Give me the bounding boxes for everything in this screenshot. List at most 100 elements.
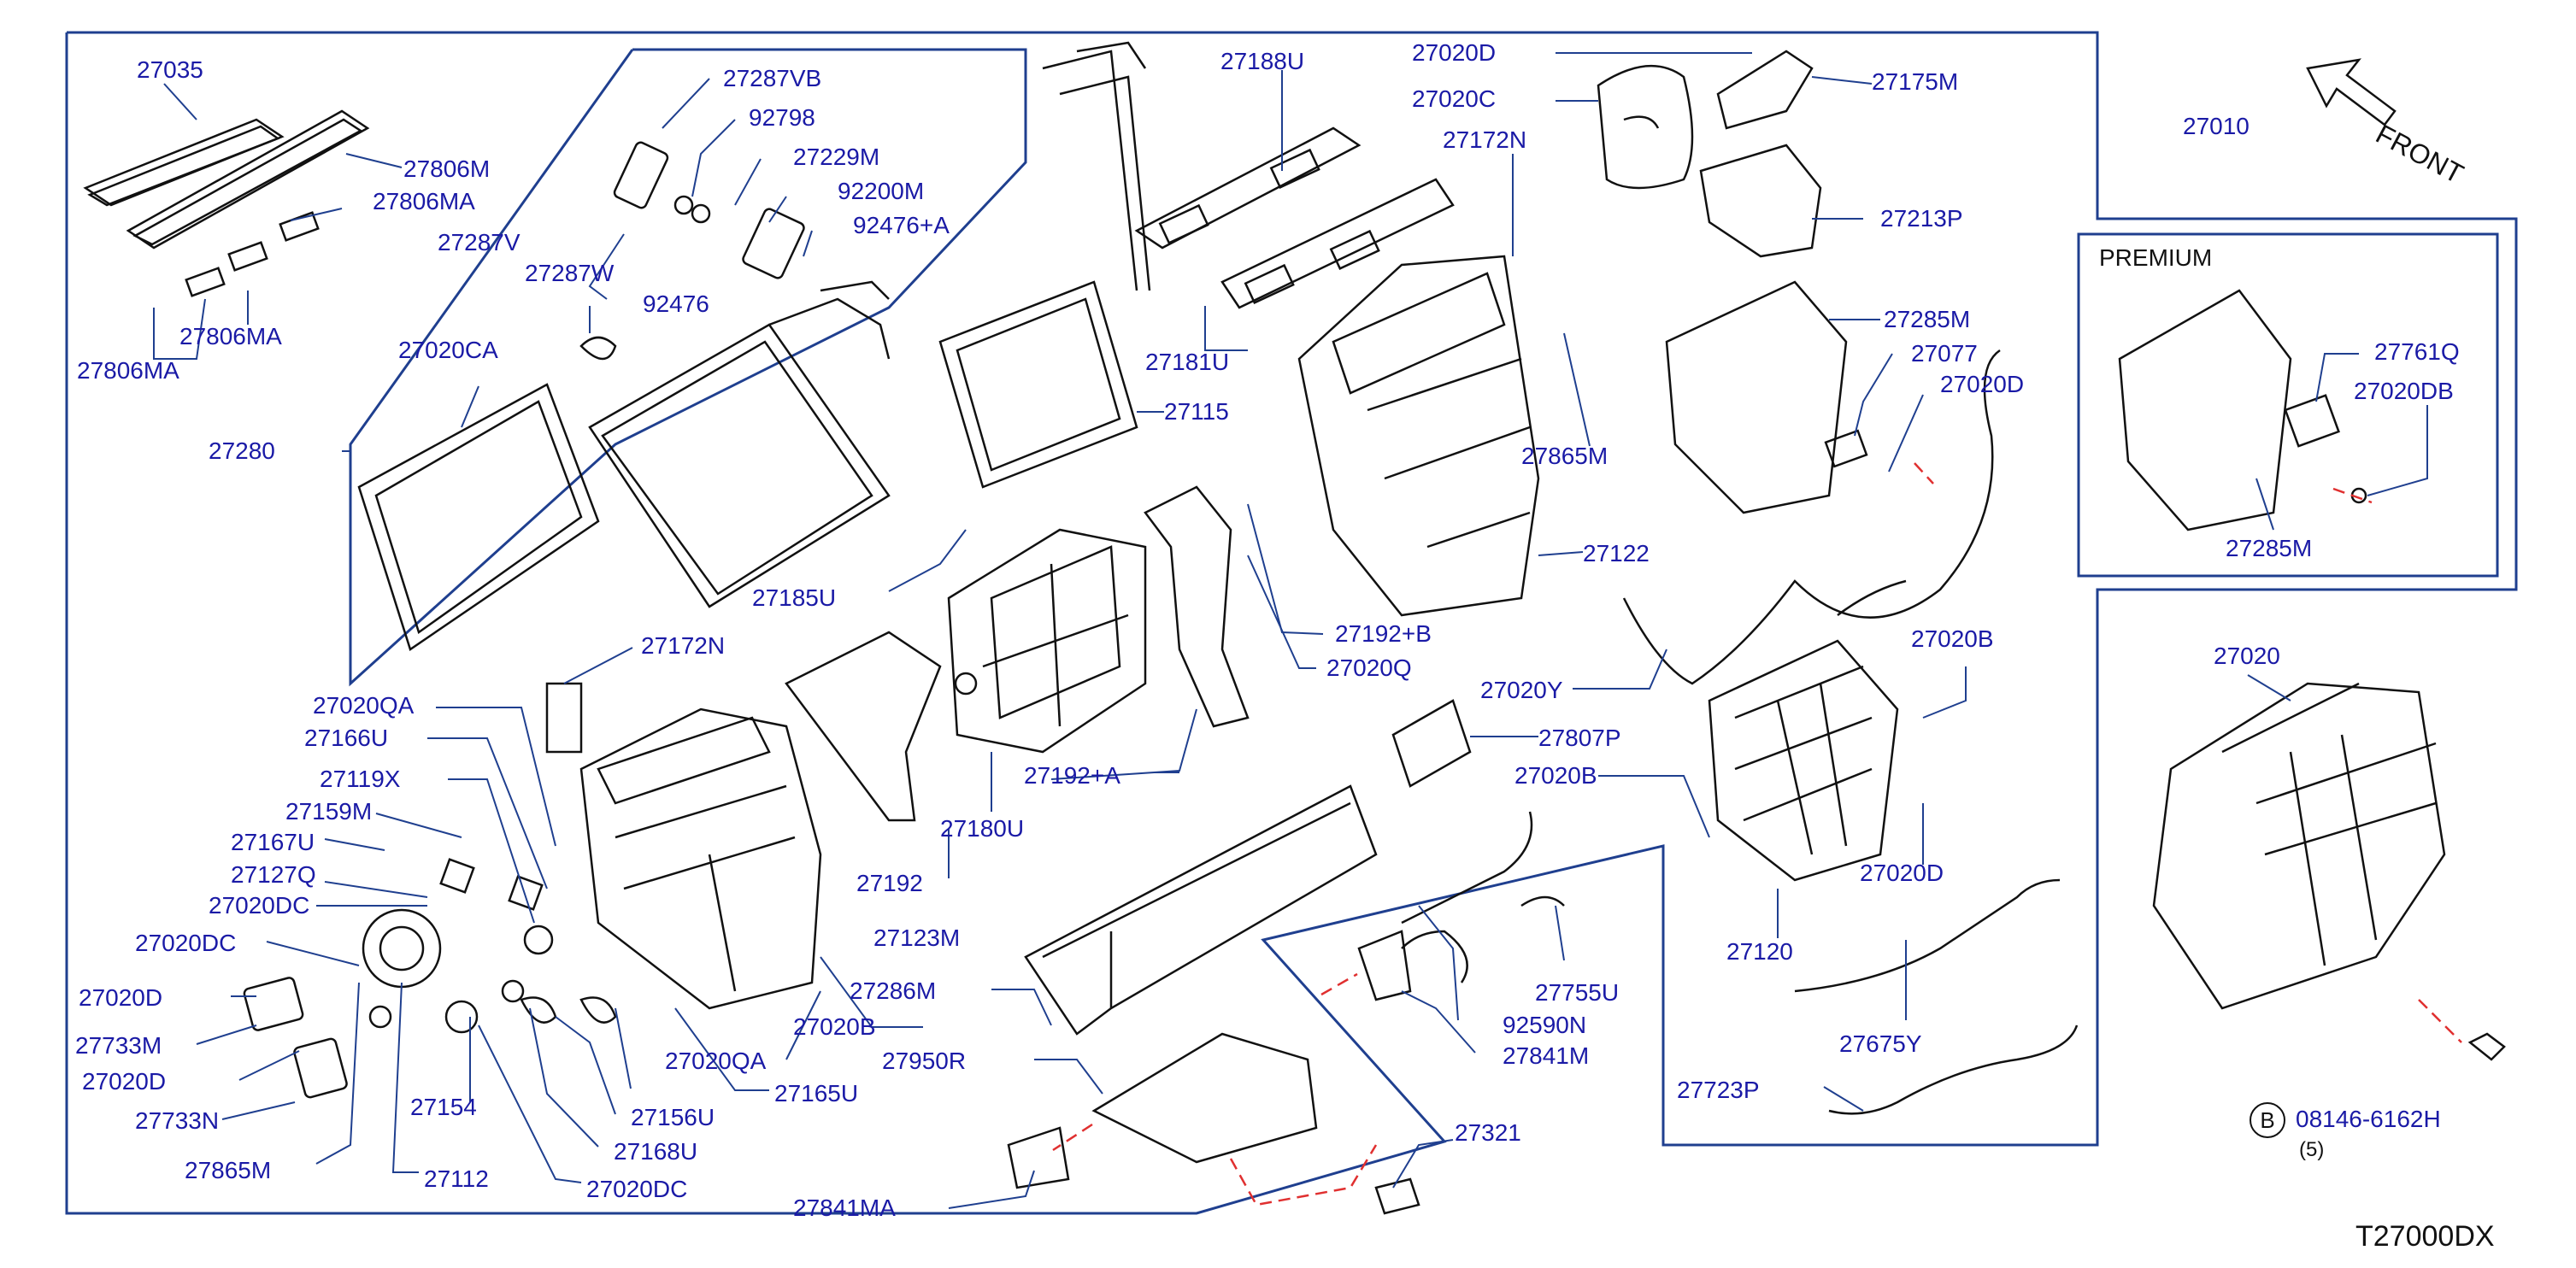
part-label-27180u: 27180U: [940, 815, 1025, 842]
part-label-27865m-top: 27865M: [1521, 443, 1609, 469]
part-label-92476-a: 92476+A: [853, 212, 950, 238]
part-label-27181u: 27181U: [1145, 349, 1230, 375]
part-label-27286m: 27286M: [850, 977, 937, 1004]
part-label-27020b-mid: 27020B: [793, 1013, 876, 1040]
part-label-27020dc-1: 27020DC: [209, 892, 310, 919]
part-label-27020d-r2: 27020D: [1860, 860, 1944, 886]
part-label-27755u: 27755U: [1535, 979, 1620, 1006]
premium-title: PREMIUM: [2099, 244, 2213, 271]
part-label-27165u: 27165U: [774, 1080, 859, 1107]
expansion-valve: [579, 141, 805, 361]
part-label-27020y: 27020Y: [1480, 677, 1563, 703]
front-arrow-icon: [2306, 58, 2397, 126]
part-label-27806ma-1: 27806MA: [373, 188, 475, 214]
part-label-27192-b: 27192+B: [1335, 620, 1432, 647]
part-label-27806ma-2: 27806MA: [179, 323, 282, 349]
part-label-27122: 27122: [1583, 540, 1650, 566]
upper-case: [1297, 255, 1540, 617]
base-tray: [1024, 784, 1378, 1036]
part-label-27020ca: 27020CA: [398, 337, 498, 363]
parts: [83, 41, 2506, 1215]
part-label-27723p: 27723P: [1677, 1077, 1760, 1103]
frame-lines: [65, 31, 2518, 1215]
part-label-27020q: 27020Q: [1326, 655, 1412, 681]
part-label-27675y: 27675Y: [1839, 1030, 1922, 1057]
main-frame: [65, 31, 2518, 1215]
part-label-27020d-l2: 27020D: [82, 1068, 167, 1095]
part-label-92476: 92476: [643, 291, 709, 317]
top-ducts: [1597, 50, 1822, 258]
part-label-27213p: 27213P: [1880, 205, 1963, 232]
evaporator: [357, 280, 891, 651]
part-label-27035: 27035: [137, 56, 203, 83]
wire-harness: [1622, 349, 2001, 685]
part-label-27115: 27115: [1164, 398, 1229, 425]
part-label-27156u: 27156U: [631, 1104, 715, 1130]
part-label-92590n: 92590N: [1503, 1012, 1587, 1038]
part-label-27020db: 27020DB: [2354, 378, 2454, 404]
part-label-27154: 27154: [410, 1094, 477, 1120]
blower-housing: [947, 528, 1147, 754]
part-label-27285m: 27285M: [1884, 306, 1971, 332]
evaporator-frame: [349, 48, 1027, 687]
hvac-assembly: [2152, 682, 2506, 1061]
harness-27723p: [1828, 1024, 2079, 1115]
harness-27675y: [1794, 878, 2061, 993]
part-label-27733m: 27733M: [75, 1032, 162, 1059]
aspirator-hose: [1401, 811, 1533, 925]
part-label-27123m: 27123M: [873, 925, 961, 951]
part-label-27020dc-3: 27020DC: [586, 1176, 688, 1202]
part-label-27119x: 27119X: [320, 766, 401, 792]
part-label-27168u: 27168U: [614, 1138, 698, 1165]
part-label-27761q: 27761Q: [2374, 338, 2460, 365]
part-label-27287v: 27287V: [438, 229, 520, 255]
part-label-27020d-top: 27020D: [1412, 39, 1497, 66]
part-label-27020qa-bot: 27020QA: [665, 1048, 767, 1074]
part-label-27172n-mid: 27172N: [641, 632, 726, 659]
cabin-filter-frames: [83, 109, 370, 297]
premium-parts: [2118, 289, 2367, 531]
part-label-27733n: 27733N: [135, 1107, 220, 1134]
left-case: [579, 707, 822, 1010]
part-label-27321: 27321: [1455, 1119, 1521, 1146]
part-label-27185u: 27185U: [752, 584, 837, 611]
foot-ducts: [785, 485, 1250, 822]
red-dashed-lines: [1052, 462, 2462, 1206]
part-label-27287vb: 27287VB: [723, 65, 822, 91]
part-label-27188u: 27188U: [1220, 48, 1305, 74]
part-label-27120: 27120: [1726, 938, 1793, 965]
filter-27172n: [545, 682, 583, 754]
part-label-27020b-r1: 27020B: [1911, 625, 1994, 652]
part-label-27112: 27112: [424, 1165, 489, 1192]
part-label-27127q: 27127Q: [231, 861, 316, 888]
part-label-27167u: 27167U: [231, 829, 315, 855]
part-label-92798: 92798: [749, 104, 815, 131]
part-label-08146-6162h: 08146-6162H: [2296, 1106, 2441, 1132]
part-label-27159m: 27159M: [285, 798, 373, 825]
part-label-27865m-bot: 27865M: [185, 1157, 272, 1183]
leader-lines: [153, 52, 2428, 1209]
part-label-27020dc-2: 27020DC: [135, 930, 237, 956]
part-label-27841m: 27841M: [1503, 1042, 1590, 1069]
part-label-27020qa-top: 27020QA: [313, 692, 415, 719]
lower-ducts: [1007, 895, 1565, 1215]
diagram-code: T27000DX: [2355, 1220, 2495, 1253]
premium-frame: [2077, 232, 2499, 578]
part-label-27285m-premium: 27285M: [2226, 535, 2313, 561]
bolt-symbol-icon: B: [2250, 1102, 2285, 1138]
part-label-27841ma: 27841MA: [793, 1195, 896, 1221]
part-label-27806ma-3: 27806MA: [77, 357, 179, 384]
part-label-27280: 27280: [209, 437, 275, 464]
bolt-quantity: (5): [2299, 1138, 2325, 1161]
part-label-27806m: 27806M: [403, 156, 491, 182]
part-label-27192: 27192: [856, 870, 923, 896]
vent-grilles: [1134, 126, 1455, 309]
part-label-27020b-r2: 27020B: [1514, 762, 1597, 789]
part-label-27229m: 27229M: [793, 144, 880, 170]
duct-seal-27807p: [1391, 699, 1472, 788]
part-label-27166u: 27166U: [304, 725, 389, 751]
part-label-27192-a: 27192+A: [1024, 762, 1120, 789]
part-label-27010: 27010: [2183, 113, 2250, 139]
